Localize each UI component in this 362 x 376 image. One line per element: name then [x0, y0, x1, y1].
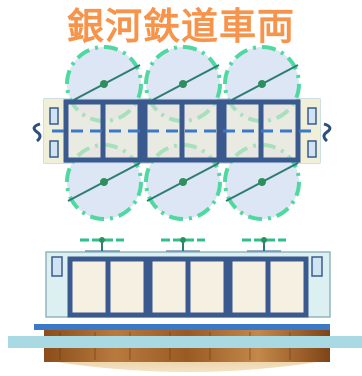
top-rotor-icon [242, 237, 286, 252]
rail-line [34, 324, 330, 330]
top-rotor-icon [161, 237, 205, 252]
coupler-hook-icon [32, 122, 42, 143]
rotor-wheel-icon [223, 143, 301, 221]
page-title: 銀河鉄道車両 [67, 5, 295, 48]
top-end-window [307, 140, 317, 158]
side-end-window [51, 256, 63, 277]
track-bar [8, 336, 362, 348]
side-view-car [45, 237, 331, 318]
top-end-window [49, 140, 59, 158]
top-rotor-icon [80, 237, 124, 252]
rotor-wheel-icon [144, 143, 222, 221]
coupler-hook-icon [322, 122, 332, 143]
top-end-window [307, 107, 317, 125]
side-frame-panels [67, 256, 309, 318]
top-end-window [49, 107, 59, 125]
top-view-car [32, 45, 332, 221]
track-base [8, 324, 362, 372]
side-end-window [311, 256, 323, 277]
